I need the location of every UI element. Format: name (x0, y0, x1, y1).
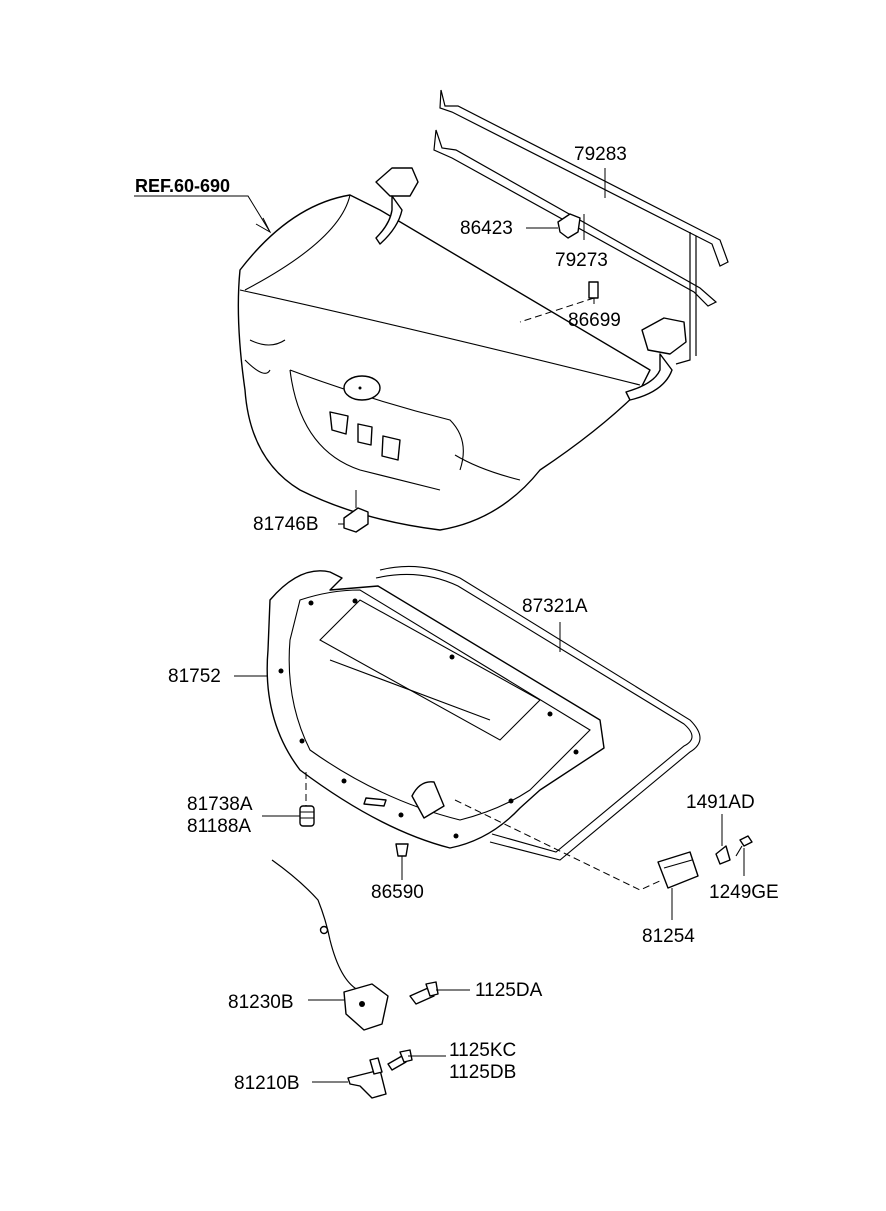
bracket-81746B (343, 507, 369, 533)
label-1249GE: 1249GE (709, 882, 779, 903)
label-87321A: 87321A (522, 596, 588, 617)
label-1491AD: 1491AD (686, 792, 755, 813)
label-86590: 86590 (371, 882, 424, 903)
label-79273: 79273 (555, 250, 608, 271)
right-hinge (625, 317, 687, 401)
bolt-86699 (588, 281, 599, 299)
label-81210B: 81210B (234, 1073, 300, 1094)
bumper-stop-81738A (299, 805, 315, 827)
bolt-1125KC (387, 1049, 413, 1071)
label-81752: 81752 (168, 666, 221, 687)
label-1125DA: 1125DA (475, 980, 543, 1001)
trunk-trim-panel-81752 (266, 570, 605, 849)
label-81230B: 81230B (228, 992, 294, 1013)
label-86423: 86423 (460, 218, 513, 239)
clip-86590 (395, 843, 409, 857)
trunk-lid (237, 194, 651, 531)
label-86699: 86699 (568, 310, 621, 331)
handle-81254 (657, 851, 699, 889)
label-81254: 81254 (642, 926, 695, 947)
latch-81230B (343, 983, 389, 1031)
torsion-rod-79273 (433, 129, 718, 365)
left-hinge (375, 167, 419, 245)
ref-label: REF.60-690 (135, 176, 230, 196)
screw-1249GE (735, 835, 753, 857)
label-81738A: 81738A (187, 794, 253, 815)
label-81188A: 81188A (187, 816, 251, 837)
bolt-1125DA (409, 981, 439, 1005)
clip-86423 (557, 213, 581, 239)
torsion-rod-79283 (439, 89, 729, 267)
leader-lines (134, 168, 745, 1083)
release-cable (271, 859, 359, 991)
label-1125KC: 1125KC (449, 1040, 516, 1061)
weatherstrip-87321A (375, 565, 701, 861)
clip-1491AD (715, 845, 731, 865)
label-79283: 79283 (574, 144, 627, 165)
label-1125DB: 1125DB (449, 1062, 516, 1083)
striker-81210B (347, 1057, 387, 1099)
label-81746B: 81746B (253, 514, 319, 535)
